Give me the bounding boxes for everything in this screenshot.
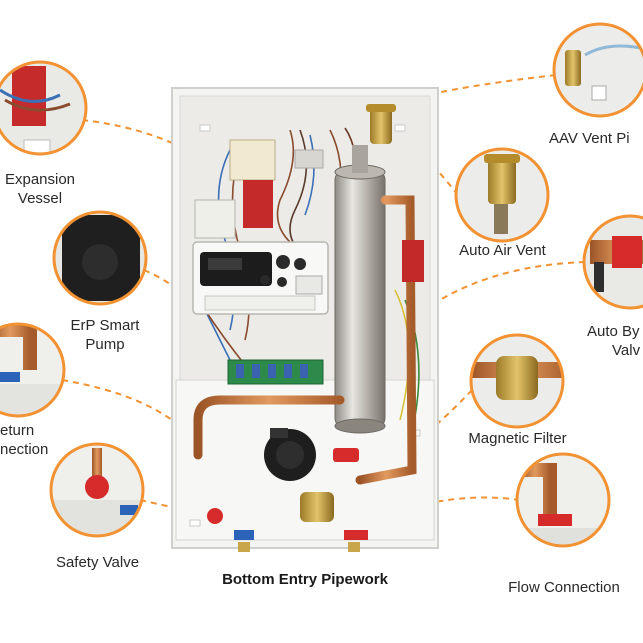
magnetic-filter-part — [300, 492, 334, 522]
leader-expansion — [81, 119, 226, 176]
callout-auto-air-vent — [454, 147, 550, 243]
control-panel — [192, 241, 329, 315]
callout-auto-bypass-valve — [582, 214, 643, 310]
callout-expansion-vessel — [0, 60, 88, 156]
bypass-valve-part — [402, 240, 424, 282]
callout-safety-valve — [49, 442, 145, 538]
label-erp-pump-line1: ErP Smart — [70, 317, 140, 334]
valves — [207, 448, 368, 540]
label-auto-bypass-line1: Auto By — [587, 323, 640, 340]
terminal-blocks — [194, 139, 324, 239]
leader-aav — [427, 74, 557, 96]
copper-pipes — [193, 195, 417, 540]
label-auto-bypass-line2: Valv — [612, 342, 641, 359]
pump-part — [264, 428, 316, 481]
leader-bypass — [439, 261, 586, 301]
label-erp-pump-line2: Pump — [85, 336, 125, 353]
label-expansion-vessel-line1: Expansion — [4, 171, 76, 188]
label-flow-connection: Flow Connection — [508, 579, 620, 596]
heat-exchanger — [334, 145, 386, 434]
label-return-connection-line2: nection — [0, 441, 49, 458]
callout-return-connection — [0, 322, 66, 418]
label-bottom-entry-pipework: Bottom Entry Pipework — [222, 571, 388, 588]
label-auto-air-vent: Auto Air Vent — [459, 242, 546, 259]
leader-return — [61, 379, 191, 436]
callout-aav-vent-pipe — [552, 22, 643, 118]
bottom-fittings — [238, 542, 360, 552]
auto-air-vent-part — [366, 104, 396, 144]
callout-magnetic-filter — [469, 333, 565, 429]
label-safety-valve: Safety Valve — [55, 554, 140, 571]
label-magnetic-filter: Magnetic Filter — [468, 430, 567, 447]
label-expansion-vessel-line2: Vessel — [17, 190, 63, 207]
callout-flow-connection — [515, 452, 611, 548]
callout-erp-pump — [52, 210, 148, 306]
pcb-terminal — [227, 359, 324, 385]
label-return-connection-line1: eturn — [0, 422, 35, 439]
label-aav-vent-pipe: AAV Vent Pi — [549, 130, 630, 147]
